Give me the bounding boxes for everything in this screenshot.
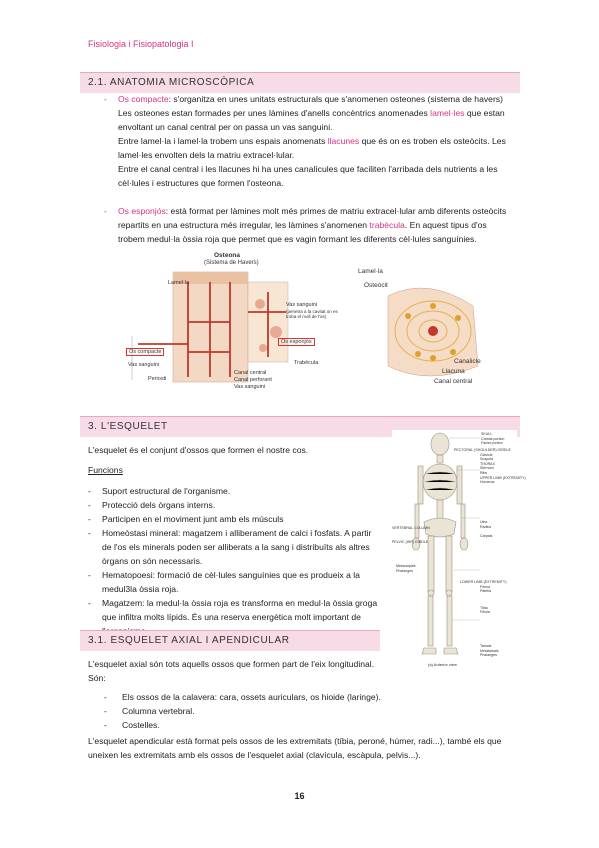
apendicular-text: L'esquelet apendicular està format pels … [88,736,502,760]
bullet-os-esponjos: - Os esponjós: està format per làmines m… [104,204,512,246]
section-heading-3-1: 3.1. ESQUELET AXIAL I APENDICULAR [80,630,380,651]
list-item: -Costelles. [104,720,160,730]
esponjos-a: : està format per làmines molt més prime… [118,206,507,230]
compacte-p4: Entre el canal central i les llacunes hi… [118,164,498,188]
lamella-illustration [387,287,479,377]
label-trabecula: Trabècula [294,360,319,366]
term-trabecula: trabècula [369,220,405,230]
skeleton-labels-leg: LOWER LIMB (EXTREMITY) Femur Patella Tib… [460,580,507,615]
term-os-compacte: Os compacte [118,94,169,104]
skeleton-labels-hand: Carpals [480,534,493,538]
axial-intro: L'esquelet axial són tots aquells ossos … [88,659,375,683]
bullet-dash: - [104,206,107,216]
esponjos-b: . En aquest tipus d'os trobem medul·la ò… [118,220,487,244]
list-item: -Columna vertebral. [104,706,195,716]
list-item: -Els ossos de la calavera: cara, ossets … [104,692,381,702]
running-head: Fisiologia i Fisiopatologia I [88,39,194,49]
term-llacunes: llacunes [327,136,360,146]
osteona-illustration [131,271,289,383]
skeleton-caption: (a) Anterior view [428,662,457,667]
bullet-dash: - [104,94,107,104]
compacte-p2b: que estan envoltant un canal central per… [118,108,505,132]
funcions-list: -Suport estructural de l'organisme. -Pro… [88,484,378,638]
figure-lamella: Lamel·la Osteòcit Canalicle Llacuna Cana… [358,266,488,390]
compacte-p1: : s'organitza en unes unitats estructura… [168,94,503,104]
list-item: -Homeòstasi mineral: magatzem i allibera… [88,528,372,566]
section-heading-text: 3.1. ESQUELET AXIAL I APENDICULAR [88,635,290,646]
compacte-p2a: Les osteones estan formades per unes làm… [118,108,431,118]
funcions-title: Funcions [88,465,123,475]
section-heading-2-1: 2.1. ANATOMIA MICROSCÒPICA [80,72,520,93]
label-canal-perforant: Canal perforant [234,377,272,383]
section-heading-text: 2.1. ANATOMIA MICROSCÒPICA [88,77,255,88]
skeleton-illustration [411,432,480,655]
term-lamelles: lamel·les [430,108,465,118]
bullet-os-compacte: - Os compacte: s'organitza en unes unita… [104,92,512,190]
label-vas-sanguini-l: Vas sanguini [128,362,160,368]
figure-osteona: Osteona (Sistema de Havers) Lamel·la Vas… [118,252,338,392]
list-item: -Hematopoesi: formació de cèl·lules sang… [88,570,360,594]
label-havers: (Sistema de Havers) [204,260,259,266]
label-vas-sanguini-b: Vas sanguini [234,384,266,390]
label-canal-central: Canal central [234,370,267,376]
label-vas-sanguini-r: Vas sanguini [286,302,318,308]
compacte-p3b: que és on es troben els osteòcits. Les l… [118,136,506,160]
esquelet-intro: L'esquelet és el conjunt d'ossos que for… [88,445,309,455]
section-heading-text: 3. L'ESQUELET [88,421,168,432]
label-lamella: Lamel·la [358,268,383,275]
label-llacuna: Llacuna [442,368,465,375]
skeleton-label-pelvic: PELVIC (HIP) GIRDLE [392,540,429,544]
label-lamella: Lamel·la [168,280,190,286]
list-item: -Protecció dels òrgans interns. [88,500,216,510]
list-item: -Suport estructural de l'organisme. [88,486,231,496]
label-os-compacte: Os compacte [126,348,165,356]
label-osteona: Osteona [214,252,241,259]
label-canalicle: Canalicle [454,358,481,365]
label-os-esponjos: Os esponjós [278,338,315,346]
label-vas-note: (penetra a la cavitat on es troba el mol… [286,309,338,319]
label-periosti: Periosti [148,376,167,382]
skeleton-label-vertebral: VERTEBRAL COLUMN [392,526,430,530]
list-item: -Participen en el moviment junt amb els … [88,514,284,524]
term-os-esponjos: Os esponjós [118,206,166,216]
axial-list: -Els ossos de la calavera: cara, ossets … [104,690,404,732]
label-osteocit: Osteòcit [364,282,388,289]
compacte-p3a: Entre lamel·la i lamel·la trobem uns esp… [118,136,328,146]
page-number: 16 [294,791,305,801]
skeleton-labels-pectoral: PECTORAL (SHOULDER) GIRDLE Clavicle Scap… [454,448,526,485]
label-canal-central: Canal central [434,378,473,385]
